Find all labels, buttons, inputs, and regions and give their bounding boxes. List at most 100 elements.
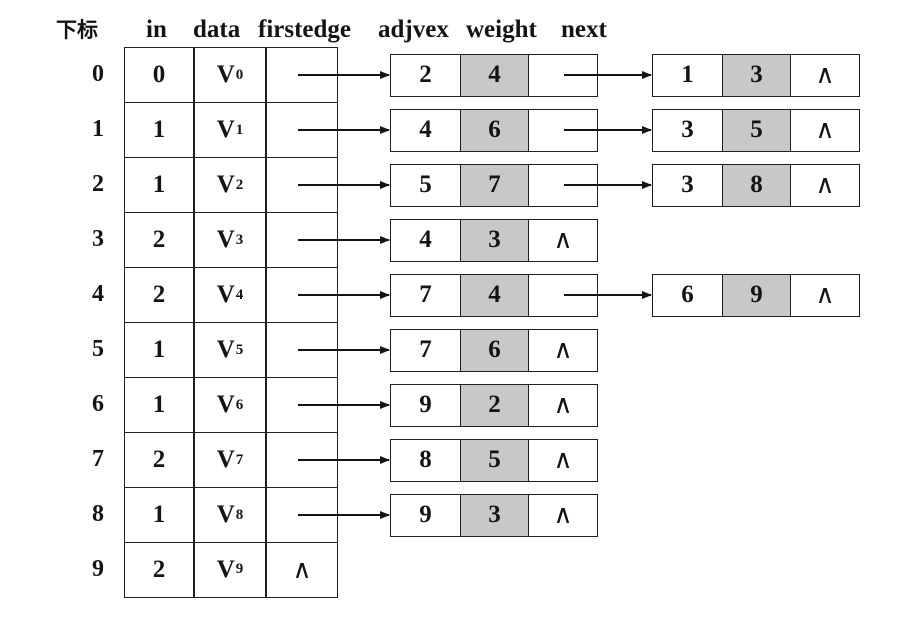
null-pointer-icon: ∧ — [815, 280, 835, 310]
vertex-name-letter: V — [216, 226, 235, 253]
vertex-in-degree: 1 — [124, 157, 194, 212]
vertex-index: 1 — [92, 116, 104, 142]
null-pointer-icon: ∧ — [553, 390, 573, 420]
edge-weight: 5 — [723, 109, 791, 151]
vertex-name-subscript: 4 — [235, 286, 244, 303]
null-pointer-icon: ∧ — [553, 335, 573, 365]
vertex-in-degree: 0 — [124, 47, 194, 102]
vertex-firstedge — [266, 377, 338, 432]
vertex-firstedge: ∧ — [266, 542, 338, 598]
edge-weight: 9 — [723, 274, 791, 316]
header-firstedge: firstedge — [258, 16, 352, 43]
edge-next: ∧ — [529, 440, 597, 481]
vertex-index: 6 — [92, 391, 104, 417]
edge-next: ∧ — [529, 495, 597, 536]
vertex-name-letter: V — [216, 446, 235, 473]
vertex-name-subscript: 3 — [235, 231, 244, 248]
edge-next: ∧ — [791, 275, 859, 316]
edge-adjvex: 2 — [391, 54, 461, 96]
vertex-firstedge — [266, 47, 338, 102]
vertex-name-letter: V — [216, 171, 235, 198]
vertex-name-subscript: 8 — [235, 506, 244, 523]
edge-next: ∧ — [791, 110, 859, 151]
vertex-name-letter: V — [216, 61, 235, 88]
vertex-name-letter: V — [216, 501, 235, 528]
edge-weight: 5 — [461, 439, 529, 481]
edge-weight: 3 — [723, 54, 791, 96]
null-pointer-icon: ∧ — [553, 500, 573, 530]
edge-next — [529, 275, 597, 316]
edge-adjvex: 6 — [653, 274, 723, 316]
vertex-index: 9 — [92, 556, 104, 582]
edge-next: ∧ — [791, 165, 859, 206]
edge-weight: 2 — [461, 384, 529, 426]
edge-weight: 6 — [461, 109, 529, 151]
vertex-name-letter: V — [216, 555, 235, 583]
vertex-name-letter: V — [216, 281, 235, 308]
edge-weight: 4 — [461, 274, 529, 316]
vertex-name-letter: V — [216, 391, 235, 418]
vertex-in-degree: 1 — [124, 102, 194, 157]
vertex-name-letter: V — [216, 336, 235, 363]
vertex-in-degree: 1 — [124, 487, 194, 542]
edge-adjvex: 3 — [653, 109, 723, 151]
header-index: 下标 — [56, 18, 98, 42]
vertex-index: 4 — [92, 281, 104, 307]
vertex-index: 0 — [92, 61, 104, 87]
null-pointer-icon: ∧ — [815, 115, 835, 145]
vertex-firstedge — [266, 102, 338, 157]
edge-next — [529, 110, 597, 151]
edge-adjvex: 3 — [653, 164, 723, 206]
null-pointer-icon: ∧ — [553, 225, 573, 255]
vertex-firstedge — [266, 322, 338, 377]
edge-adjvex: 9 — [391, 494, 461, 536]
vertex-index: 3 — [92, 226, 104, 252]
vertex-name-subscript: 2 — [235, 176, 244, 193]
edge-adjvex: 8 — [391, 439, 461, 481]
vertex-firstedge — [266, 157, 338, 212]
vertex-name-subscript: 5 — [235, 341, 244, 358]
null-pointer-icon: ∧ — [815, 170, 835, 200]
header-next: next — [561, 16, 607, 43]
edge-next: ∧ — [529, 330, 597, 371]
edge-next: ∧ — [791, 55, 859, 96]
vertex-firstedge — [266, 487, 338, 542]
edge-weight: 3 — [461, 494, 529, 536]
vertex-index: 2 — [92, 171, 104, 197]
edge-adjvex: 4 — [391, 219, 461, 261]
edge-next — [529, 55, 597, 96]
vertex-name-subscript: 7 — [235, 451, 244, 468]
vertex-name-subscript: 1 — [235, 121, 244, 138]
header-in: in — [146, 16, 167, 43]
edge-adjvex: 9 — [391, 384, 461, 426]
edge-adjvex: 7 — [391, 329, 461, 371]
vertex-firstedge — [266, 267, 338, 322]
vertex-firstedge — [266, 212, 338, 267]
vertex-index: 8 — [92, 501, 104, 527]
edge-next — [529, 165, 597, 206]
header-adjvex: adjvex — [378, 16, 449, 43]
edge-adjvex: 4 — [391, 109, 461, 151]
edge-next: ∧ — [529, 220, 597, 261]
vertex-in-degree: 2 — [124, 432, 194, 487]
null-pointer-icon: ∧ — [553, 445, 573, 475]
